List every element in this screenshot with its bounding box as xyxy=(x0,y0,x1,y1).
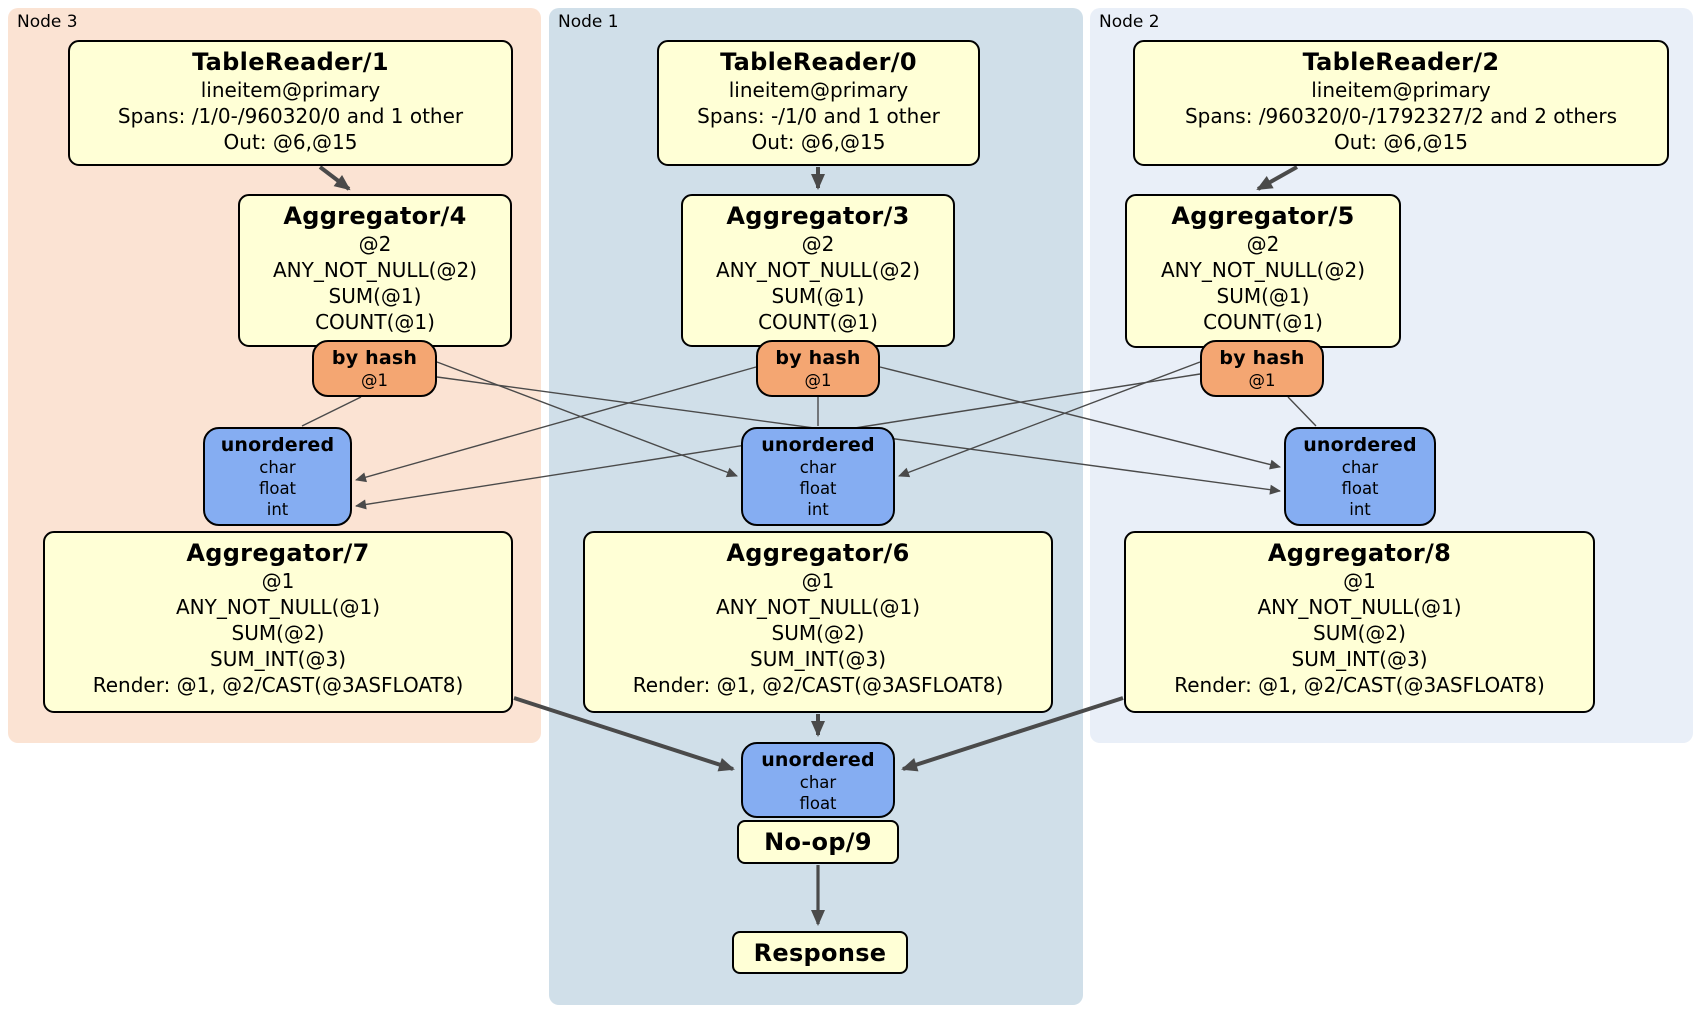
edge-byhash3-unordered1 xyxy=(436,361,738,478)
box-title: Aggregator/3 xyxy=(726,202,910,230)
box-line: SUM_INT(@3) xyxy=(750,647,886,671)
noop-box: No-op/9 xyxy=(737,820,899,864)
box-line: ANY_NOT_NULL(@2) xyxy=(1161,258,1365,282)
box-line: @2 xyxy=(1246,232,1280,256)
box-line: SUM(@1) xyxy=(771,284,865,308)
box-line: Spans: -/1/0 and 1 other xyxy=(697,104,940,128)
edge-byhash2-unordered2 xyxy=(1287,396,1317,427)
edge-byhash1-unordered3 xyxy=(355,366,757,483)
byhash-router-node2: by hash @1 xyxy=(1200,340,1324,397)
byhash-router-node1: by hash @1 xyxy=(756,340,880,397)
aggregator-7-box: Aggregator/7 @1 ANY_NOT_NULL(@1) SUM(@2)… xyxy=(43,531,513,713)
box-line: char xyxy=(1341,458,1379,477)
box-line: @2 xyxy=(801,232,835,256)
box-line: SUM_INT(@3) xyxy=(210,647,346,671)
box-line: @1 xyxy=(1248,371,1276,390)
box-line: ANY_NOT_NULL(@1) xyxy=(176,595,380,619)
aggregator-6-box: Aggregator/6 @1 ANY_NOT_NULL(@1) SUM(@2)… xyxy=(583,531,1053,713)
node3-panel-label: Node 3 xyxy=(17,12,78,32)
box-line: Render: @1, @2/CAST(@3ASFLOAT8) xyxy=(92,673,464,697)
box-line: SUM(@1) xyxy=(328,284,422,308)
box-line: char xyxy=(799,773,837,792)
box-line: @1 xyxy=(361,371,388,390)
box-line: Out: @6,@15 xyxy=(1334,130,1468,154)
box-line: ANY_NOT_NULL(@1) xyxy=(716,595,920,619)
box-line: COUNT(@1) xyxy=(1203,310,1323,334)
box-title: No-op/9 xyxy=(764,828,872,856)
box-line: SUM(@2) xyxy=(231,621,325,645)
node2-panel-label: Node 2 xyxy=(1099,12,1160,32)
box-line: float xyxy=(1341,479,1379,498)
box-line: Out: @6,@15 xyxy=(751,130,886,154)
box-line: lineitem@primary xyxy=(200,78,381,102)
box-line: COUNT(@1) xyxy=(315,310,435,334)
tablereader-1-box: TableReader/1 lineitem@primary Spans: /1… xyxy=(68,40,513,166)
aggregator-5-box: Aggregator/5 @2 ANY_NOT_NULL(@2) SUM(@1)… xyxy=(1125,194,1401,348)
box-line: float xyxy=(799,794,837,813)
box-line: @1 xyxy=(801,569,835,593)
box-title: TableReader/0 xyxy=(720,48,917,76)
edge-aggregator8-unordered-final xyxy=(901,696,1124,772)
box-title: Aggregator/6 xyxy=(726,539,910,567)
box-line: @1 xyxy=(1343,569,1376,593)
box-title: Aggregator/4 xyxy=(283,202,467,230)
aggregator-4-box: Aggregator/4 @2 ANY_NOT_NULL(@2) SUM(@1)… xyxy=(238,194,512,347)
box-line: Spans: /960320/0-/1792327/2 and 2 others xyxy=(1184,104,1617,128)
edge-byhash1-unordered2 xyxy=(879,366,1281,470)
box-line: lineitem@primary xyxy=(1311,78,1491,102)
box-line: SUM(@2) xyxy=(771,621,865,645)
box-title: by hash xyxy=(331,347,418,369)
unordered-sync-node1: unordered char float int xyxy=(741,427,895,526)
box-title: TableReader/2 xyxy=(1302,48,1500,76)
box-line: int xyxy=(807,500,829,519)
box-line: char xyxy=(259,458,296,477)
aggregator-3-box: Aggregator/3 @2 ANY_NOT_NULL(@2) SUM(@1)… xyxy=(681,194,955,347)
byhash-router-node3: by hash @1 xyxy=(312,340,437,397)
box-line: Out: @6,@15 xyxy=(223,130,358,154)
box-line: SUM(@2) xyxy=(1313,621,1406,645)
box-title: TableReader/1 xyxy=(192,48,389,76)
response-box: Response xyxy=(732,931,908,974)
node1-panel-label: Node 1 xyxy=(558,12,619,32)
box-title: Response xyxy=(753,938,887,967)
box-line: lineitem@primary xyxy=(728,78,909,102)
box-line: @1 xyxy=(261,569,295,593)
box-title: Aggregator/8 xyxy=(1267,539,1452,567)
box-line: @2 xyxy=(358,232,392,256)
box-line: Render: @1, @2/CAST(@3ASFLOAT8) xyxy=(1174,673,1545,697)
tablereader-0-box: TableReader/0 lineitem@primary Spans: -/… xyxy=(657,40,980,166)
box-line: ANY_NOT_NULL(@1) xyxy=(1257,595,1462,619)
box-line: float xyxy=(258,479,297,498)
box-line: SUM_INT(@3) xyxy=(1291,647,1428,671)
edge-aggregator7-unordered-final xyxy=(513,696,735,772)
box-title: by hash xyxy=(1219,347,1305,369)
unordered-sync-final: unordered char float xyxy=(741,742,895,818)
box-line: char xyxy=(799,458,837,477)
box-title: unordered xyxy=(761,749,875,771)
edge-byhash3-unordered3 xyxy=(301,396,362,427)
box-line: @1 xyxy=(804,371,832,390)
tablereader-2-box: TableReader/2 lineitem@primary Spans: /9… xyxy=(1133,40,1669,166)
box-line: SUM(@1) xyxy=(1216,284,1310,308)
box-line: float xyxy=(799,479,837,498)
box-title: unordered xyxy=(1303,434,1417,456)
box-title: by hash xyxy=(775,347,861,369)
box-line: ANY_NOT_NULL(@2) xyxy=(716,258,920,282)
box-line: ANY_NOT_NULL(@2) xyxy=(273,258,477,282)
box-title: Aggregator/5 xyxy=(1171,202,1355,230)
unordered-sync-node2: unordered char float int xyxy=(1284,427,1436,526)
box-title: Aggregator/7 xyxy=(186,539,370,567)
edge-tablereader1-aggregator4 xyxy=(318,165,351,191)
box-line: Render: @1, @2/CAST(@3ASFLOAT8) xyxy=(632,673,1004,697)
box-title: unordered xyxy=(761,434,875,456)
edge-tablereader2-aggregator5 xyxy=(1256,165,1298,191)
box-line: int xyxy=(1349,500,1371,519)
unordered-sync-node3: unordered char float int xyxy=(203,427,352,526)
box-line: Spans: /1/0-/960320/0 and 1 other xyxy=(117,104,464,128)
box-title: unordered xyxy=(220,434,335,456)
box-line: int xyxy=(266,500,289,519)
box-line: COUNT(@1) xyxy=(758,310,878,334)
edge-byhash2-unordered1 xyxy=(898,361,1201,478)
aggregator-8-box: Aggregator/8 @1 ANY_NOT_NULL(@1) SUM(@2)… xyxy=(1124,531,1595,713)
